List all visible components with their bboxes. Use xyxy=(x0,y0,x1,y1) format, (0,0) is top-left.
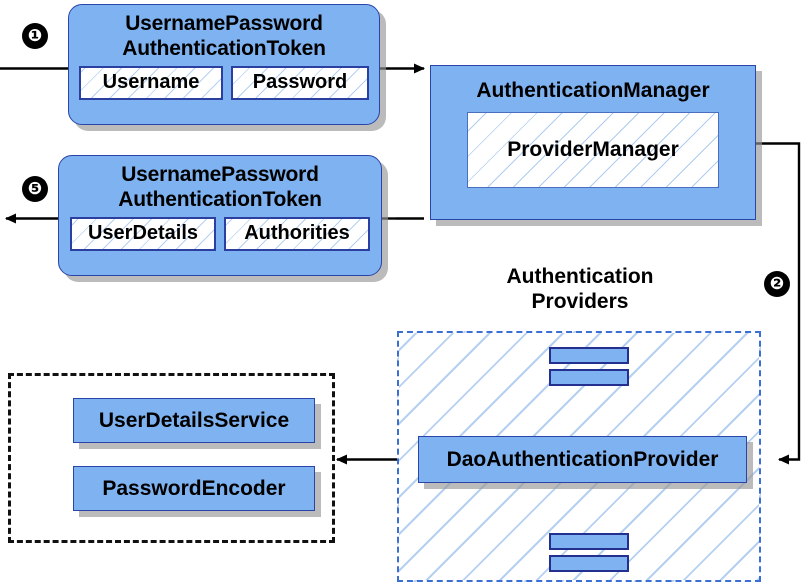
slot-userdetails[interactable]: UserDetails xyxy=(70,217,216,251)
provider-bar-bottom-2[interactable] xyxy=(549,555,629,572)
request-token-card[interactable]: UsernamePassword AuthenticationToken Use… xyxy=(68,4,380,125)
slot-password[interactable]: Password xyxy=(231,66,369,100)
provider-manager-box[interactable]: ProviderManager xyxy=(467,112,719,188)
user-details-service-label: UserDetailsService xyxy=(98,408,290,432)
authentication-manager-title: AuthenticationManager xyxy=(476,79,710,102)
slot-authorities[interactable]: Authorities xyxy=(224,217,370,251)
step-marker-5: ❺ xyxy=(22,176,48,202)
authentication-providers-caption: Authentication Providers xyxy=(506,265,654,313)
slot-username[interactable]: Username xyxy=(79,66,223,100)
provider-bar-top-2[interactable] xyxy=(549,369,629,386)
provider-bar-top-1[interactable] xyxy=(549,347,629,364)
provider-manager-label: ProviderManager xyxy=(507,138,679,161)
dao-authentication-provider-label: DaoAuthenticationProvider xyxy=(446,447,719,471)
request-token-title: UsernamePassword AuthenticationToken xyxy=(122,12,326,60)
dependencies-group: UserDetailsService PasswordEncoder xyxy=(8,373,335,543)
user-details-service-box[interactable]: UserDetailsService xyxy=(73,398,315,443)
request-token-slots: Username Password xyxy=(69,66,379,100)
password-encoder-box[interactable]: PasswordEncoder xyxy=(73,466,315,511)
password-encoder-label: PasswordEncoder xyxy=(102,476,286,500)
response-token-card[interactable]: UsernamePassword AuthenticationToken Use… xyxy=(58,155,382,276)
step-marker-1: ❶ xyxy=(22,23,48,49)
dao-authentication-provider-box[interactable]: DaoAuthenticationProvider xyxy=(418,436,747,483)
response-token-slots: UserDetails Authorities xyxy=(59,217,381,251)
provider-bar-bottom-1[interactable] xyxy=(549,533,629,550)
authentication-manager-box[interactable]: AuthenticationManager ProviderManager xyxy=(430,65,756,220)
response-token-title: UsernamePassword AuthenticationToken xyxy=(118,163,322,211)
step-marker-2: ❷ xyxy=(764,271,790,297)
